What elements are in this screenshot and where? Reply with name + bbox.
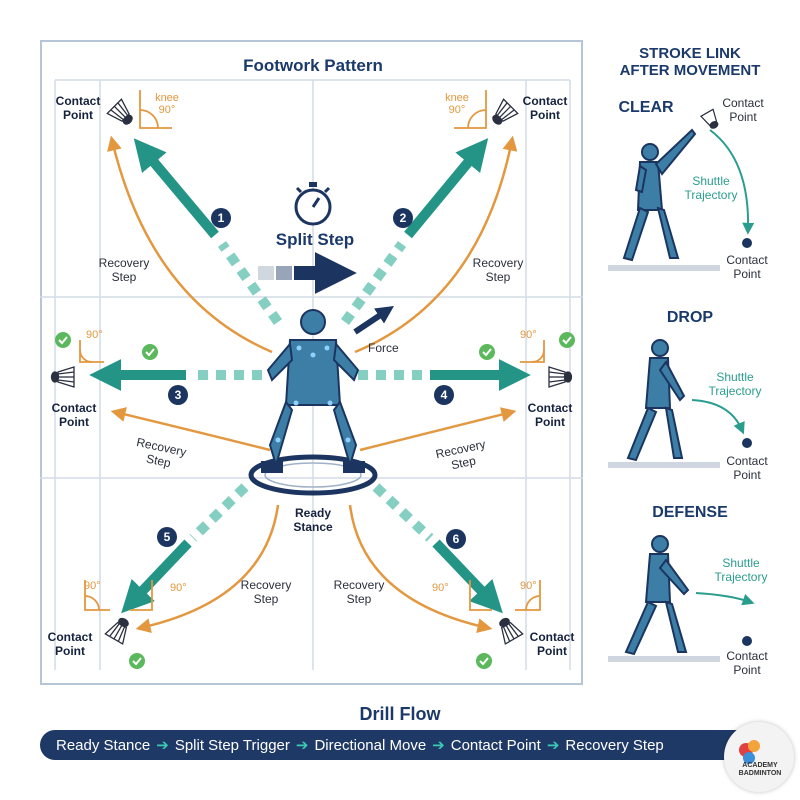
contact-point-label: Contact Point [527, 401, 573, 429]
force-arrow [353, 306, 394, 335]
arrow-right-icon: ➔ [295, 737, 309, 754]
move-arrow-1 [133, 138, 219, 239]
recovery-step-label: Recovery Step [98, 256, 150, 284]
arrow-right-icon: ➔ [546, 737, 560, 754]
defense-contact-label: Contact Point [726, 649, 768, 677]
contact-point-label: Contact Point [55, 94, 101, 122]
arrow-right-icon: ➔ [432, 737, 445, 754]
contact-point-label: Contact Point [529, 630, 575, 658]
defense-player-figure [624, 535, 690, 656]
drop-trajectory-label: Shuttle Trajectory [708, 370, 762, 398]
knee-angle-label: knee 90° [155, 92, 179, 116]
recovery-paths [107, 135, 518, 634]
step-number-badge: 5 [157, 527, 177, 547]
angle-marks [79, 90, 545, 611]
move-arrow-2 [404, 138, 489, 239]
page-title: Footwork Pattern [243, 56, 383, 75]
flow-step: Directional Move [314, 736, 427, 754]
step-number-badge: 3 [168, 385, 188, 405]
clear-player-figure [622, 128, 697, 262]
flow-step: Contact Point [450, 736, 541, 754]
stroke-title-drop: DROP [666, 309, 714, 326]
player-figure [261, 309, 365, 473]
contact-point-label: Contact Point [51, 401, 97, 429]
flow-step: Ready Stance [56, 736, 151, 754]
movement-arrows [89, 138, 531, 614]
clear-contact-label: Contact Point [722, 96, 764, 124]
angle-label: 90° [84, 580, 101, 592]
court-frame [40, 40, 583, 685]
stroke-illustrations [608, 108, 755, 662]
shuttlecock-icon [699, 108, 719, 129]
stroke-title-clear: CLEAR [618, 99, 674, 116]
drop-contact-label: Contact Point [726, 454, 768, 482]
step-number-badge: 4 [434, 385, 454, 405]
ready-stance-ring [248, 454, 378, 496]
check-icon [55, 332, 575, 669]
contact-point-label: Contact Point [47, 630, 93, 658]
flow-step: Recovery Step [565, 736, 664, 754]
clear-contact-label-bottom: Contact Point [726, 253, 768, 281]
force-label: Force [368, 341, 399, 355]
flow-step: Split Step Trigger [174, 736, 290, 754]
angle-label: 90° [432, 582, 449, 594]
drop-player-figure [626, 339, 686, 462]
logo-text: ACADEMY BADMINTON [738, 762, 782, 777]
clear-trajectory-label: Shuttle Trajectory [684, 174, 738, 202]
recovery-step-label: Recovery Step [472, 256, 524, 284]
knee-angle-label: knee 90° [445, 92, 469, 116]
stopwatch-icon [294, 182, 332, 226]
recovery-step-label: Recovery Step [240, 578, 292, 606]
sidebar-title: STROKE LINK AFTER MOVEMENT [619, 45, 761, 79]
defense-trajectory-label: Shuttle Trajectory [714, 556, 768, 584]
contact-point-label: Contact Point [522, 94, 568, 122]
step-number-badge: 6 [446, 529, 466, 549]
angle-label: 90° [520, 580, 537, 592]
split-step-label: Split Step [275, 230, 355, 249]
angle-label: 90° [86, 329, 103, 341]
split-step-arrow [258, 252, 357, 294]
move-arrow-5 [121, 539, 192, 614]
move-arrow-6 [432, 539, 503, 614]
ready-stance-label: Ready Stance [293, 506, 333, 534]
drill-flow-bar: Ready Stance ➔ Split Step Trigger ➔ Dire… [40, 730, 770, 760]
step-number-badge: 1 [211, 208, 231, 228]
shuttlecock-icon [50, 98, 573, 645]
drill-flow-title: Drill Flow [359, 704, 441, 724]
step-number-badge: 2 [393, 208, 413, 228]
angle-label: 90° [170, 582, 187, 594]
recovery-step-label: Recovery Step [333, 578, 385, 606]
arrow-right-icon: ➔ [156, 737, 169, 754]
academy-logo: ACADEMY BADMINTON [724, 722, 794, 792]
angle-label: 90° [520, 329, 537, 341]
stroke-title-defense: DEFENSE [652, 504, 728, 521]
